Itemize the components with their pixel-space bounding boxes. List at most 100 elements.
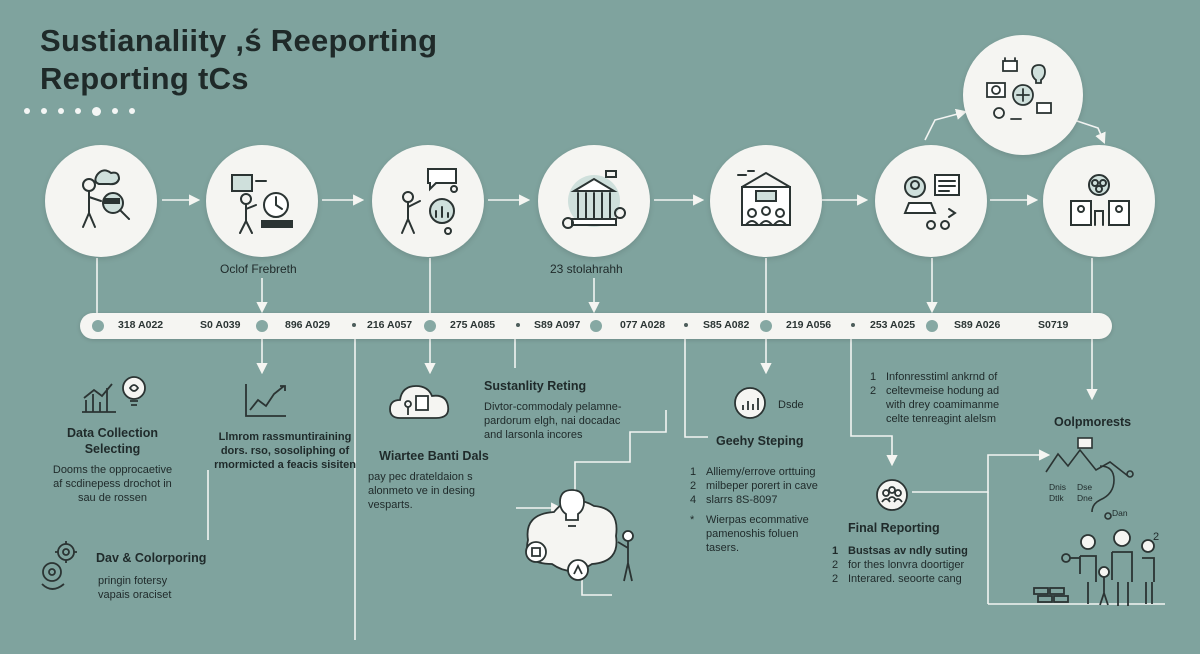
timeline-date: S89 A097 (534, 319, 581, 331)
geehy-line: pamenoshis foluen (706, 528, 799, 540)
analysis-line: Llmrom rassmuntiraining (218, 431, 352, 443)
wiartee-title: Wiartee Banti Dals (379, 449, 489, 463)
team-icon (1070, 174, 1130, 226)
dav-title: Dav & Colorporing (96, 551, 207, 565)
map-label: Dtlk (1049, 493, 1064, 503)
dot (58, 108, 64, 114)
timeline-marker[interactable] (590, 320, 602, 332)
timeline-date: 275 A085 (450, 319, 496, 331)
timeline-tick (516, 323, 520, 327)
dot (24, 108, 30, 114)
pagination-dots (24, 106, 135, 116)
gears-icon (41, 541, 77, 590)
timeline-tick (352, 323, 356, 327)
info-line: with drey coamimanme (886, 399, 1000, 411)
dot (75, 108, 81, 114)
sustainability-rating-line: and larsonla incores (484, 429, 583, 441)
timeline-marker[interactable] (760, 320, 772, 332)
map-label: Dne (1077, 493, 1093, 503)
idea-cluster-icon (986, 57, 1052, 120)
timeline-date: S0 A039 (200, 319, 241, 331)
step-2-circle[interactable] (206, 145, 318, 257)
title-line-2: Reporting tCs (40, 61, 249, 96)
sustainability-rating-line: pardorum elgh, nai docadac (484, 415, 621, 427)
corner-number: 2 (1153, 531, 1160, 543)
data-collection-line: Dooms the opprocaetive (52, 464, 173, 476)
step-7-circle[interactable] (1043, 145, 1155, 257)
chart-circle-icon (734, 387, 766, 419)
family-team-illustration (1033, 529, 1155, 606)
timeline-date: 216 A057 (367, 319, 413, 331)
analysis-text-block: Llmrom rassmuntiraining dors. rso, sosol… (200, 430, 370, 472)
timeline-date: S0719 (1038, 319, 1069, 331)
step-4-label: 23 stolahrahh (550, 262, 623, 276)
oolp-title: Oolpmorests (1054, 415, 1132, 429)
timeline-marker[interactable] (424, 320, 436, 332)
title-line-1: Sustianaliity ,ś Reeporting (40, 23, 438, 58)
data-collection-block: Data Collection Selecting Dooms the oppr… (40, 425, 185, 505)
dav-line: pringin fotersy (98, 575, 168, 587)
data-collection-subtitle: Selecting (84, 442, 141, 456)
analysis-line: dors. rso, sosoliphing of (220, 445, 350, 457)
timeline-date: 253 A025 (870, 319, 916, 331)
final-reporting-title: Final Reporting (848, 521, 940, 535)
building-icon (562, 170, 626, 229)
geehy-icon-label: Dsde (778, 399, 804, 411)
wiartee-block: Wiartee Banti Dals pay pec drateldaion s… (364, 448, 504, 512)
bar-chart-bulb-icon (82, 376, 146, 413)
sustainability-rating-block: Sustanlity Reting Divtor-commodaly pelam… (484, 378, 644, 442)
geehy-line: tasers. (706, 542, 740, 554)
info-line: celte tenreagint alelsm (886, 413, 997, 425)
map-label: Dan (1112, 508, 1128, 518)
geehy-title: Geehy Steping (716, 434, 804, 448)
timeline-date: 318 A022 (118, 319, 164, 331)
data-collection-line: af scdinepess drochot in (53, 478, 172, 490)
wiartee-line: vesparts. (368, 499, 413, 511)
sustainability-rating-title: Sustanlity Reting (484, 379, 587, 393)
data-collection-title: Data Collection (67, 426, 158, 440)
timeline-bar: 318 A022 S0 A039 896 A029 216 A057 275 A… (80, 313, 1112, 339)
map-label: Dnis (1049, 482, 1067, 492)
page-title: Sustianaliity ,ś Reeporting Reporting t… (40, 22, 437, 98)
step-4-circle[interactable] (538, 145, 650, 257)
timeline-marker[interactable] (256, 320, 268, 332)
step-1-circle[interactable] (45, 145, 157, 257)
dav-line: vapais oraciset (98, 589, 172, 601)
timeline-tick (684, 323, 688, 327)
cloud-person-icon (389, 385, 450, 419)
person-chart-icon (401, 168, 458, 235)
dot (129, 108, 135, 114)
sustainability-rating-line: Divtor-commodaly pelamne- (484, 401, 622, 413)
council-building-icon (737, 170, 791, 226)
timeline-tick (851, 323, 855, 327)
dot (41, 108, 47, 114)
timeline-marker[interactable] (92, 320, 104, 332)
summary-circle[interactable] (963, 35, 1083, 155)
dav-block: Dav & Colorporing pringin fotersy vapais… (96, 550, 236, 602)
dot (112, 108, 118, 114)
timeline-marker[interactable] (926, 320, 938, 332)
data-collection-line: sau de rossen (77, 492, 148, 504)
step-5-circle[interactable] (710, 145, 822, 257)
lightbulb-team-illustration (525, 489, 634, 582)
person-magnifier-icon (82, 169, 130, 228)
map-route-icon (1045, 437, 1134, 520)
dot-active (92, 106, 101, 116)
step-6-circle[interactable] (875, 145, 987, 257)
timeline-date: 077 A028 (620, 319, 666, 331)
step-3-circle[interactable] (372, 145, 484, 257)
timeline-date: S85 A082 (703, 319, 750, 331)
wiartee-line: pay pec drateldaion s (368, 471, 473, 483)
